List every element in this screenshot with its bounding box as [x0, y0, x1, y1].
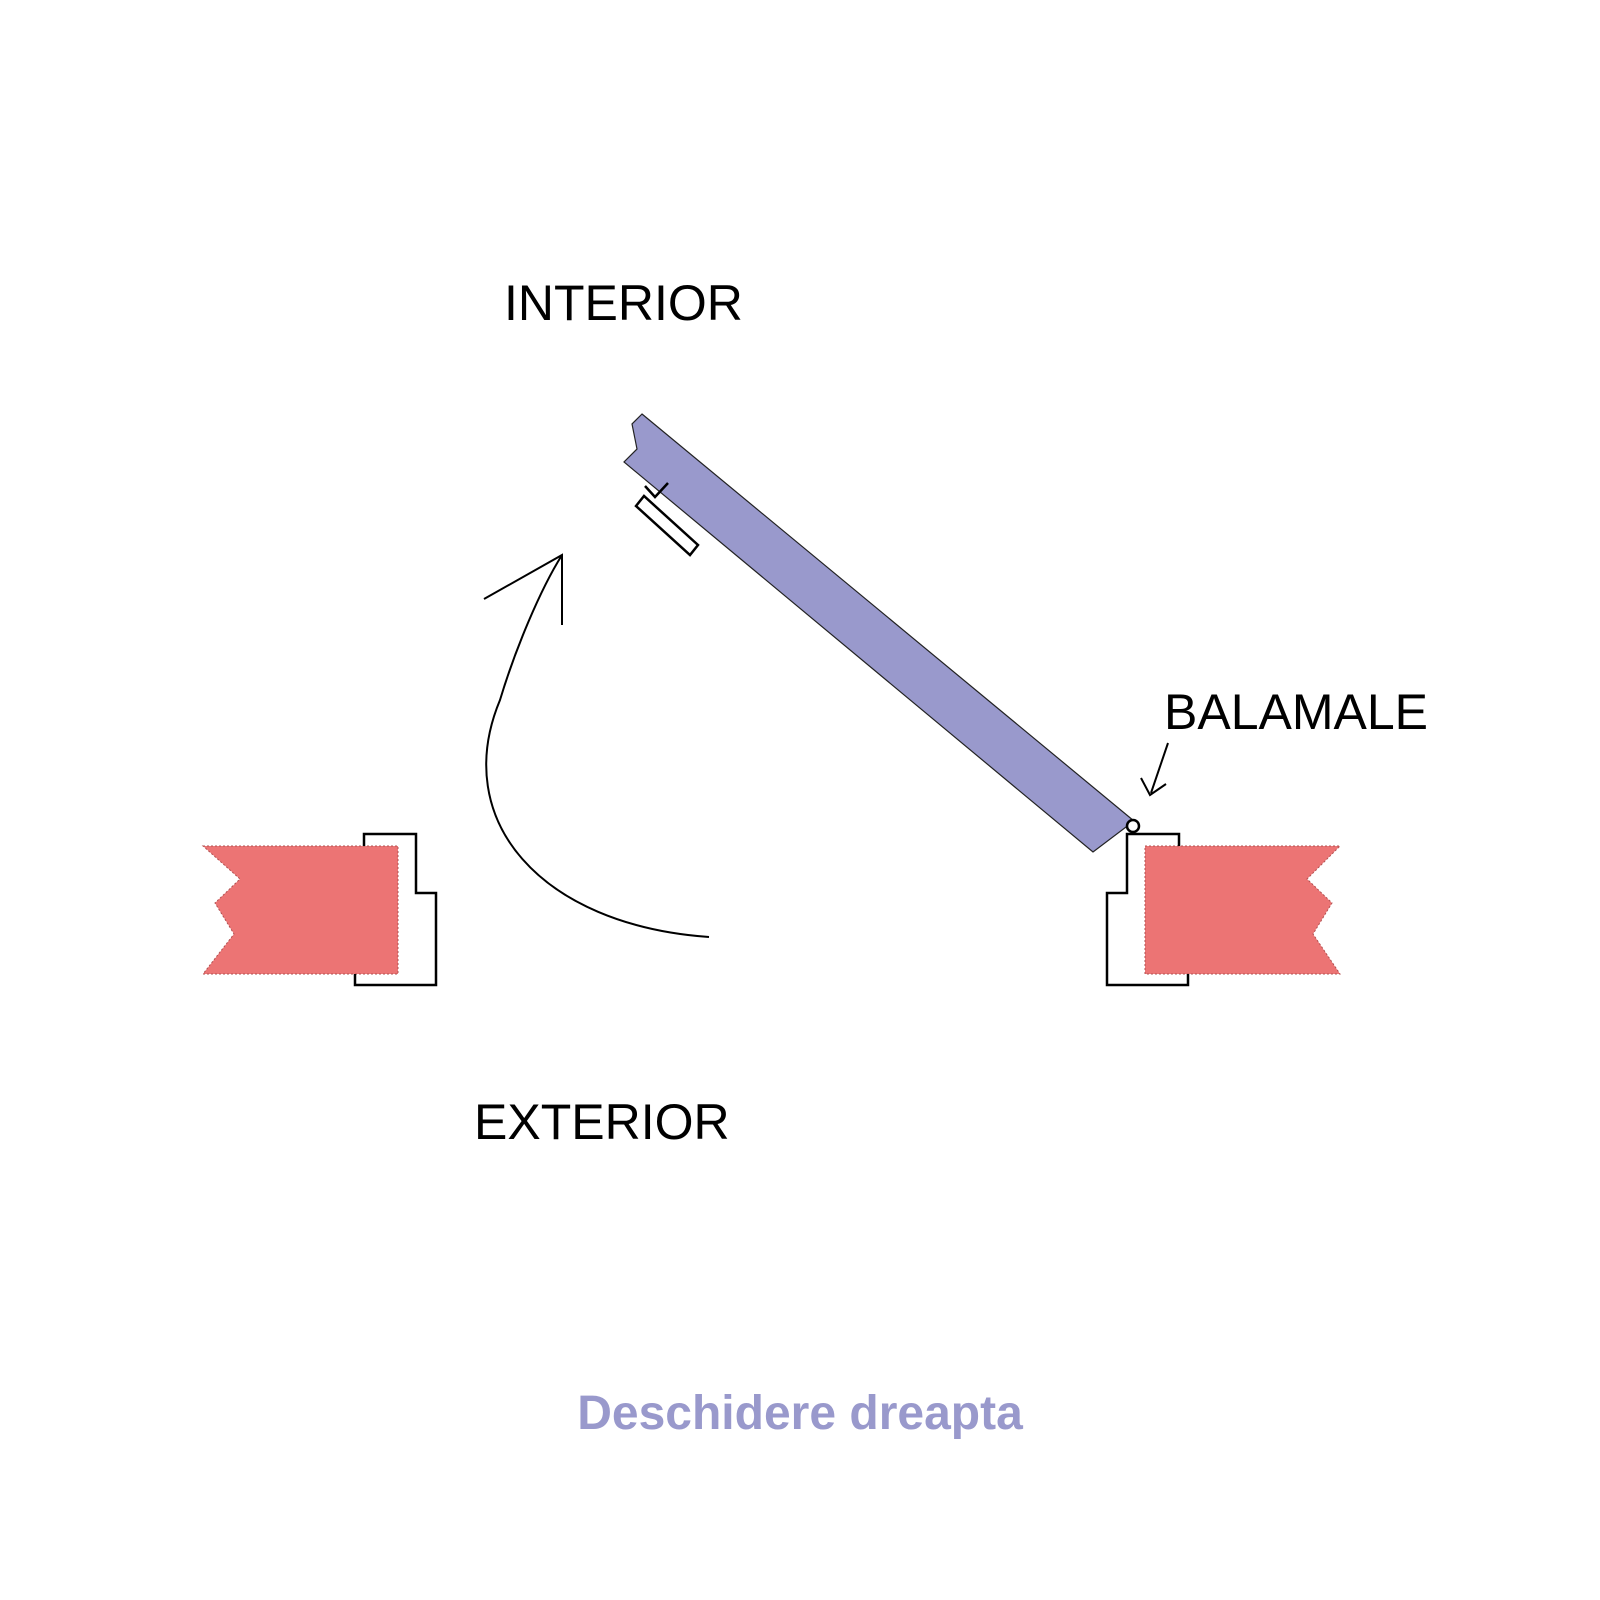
right-wall — [1144, 845, 1342, 975]
hinges-label: BALAMALE — [1164, 684, 1428, 740]
right-door-frame — [1105, 832, 1190, 987]
exterior-label: EXTERIOR — [474, 1094, 730, 1150]
door-handle — [634, 494, 700, 557]
left-wall — [201, 845, 399, 975]
interior-label: INTERIOR — [504, 275, 743, 331]
door-leaf — [623, 413, 1135, 853]
hinge-pointer-line — [1150, 742, 1169, 794]
hinge-icon — [1125, 818, 1141, 834]
opening-arc-curve — [485, 554, 710, 938]
door-handle-base — [644, 482, 669, 499]
diagram-caption: Deschidere dreapta — [577, 1387, 1023, 1440]
opening-arrowhead-icon — [483, 553, 563, 625]
left-door-frame — [353, 832, 438, 987]
hinge-pointer-arrowhead-icon — [1140, 777, 1167, 797]
